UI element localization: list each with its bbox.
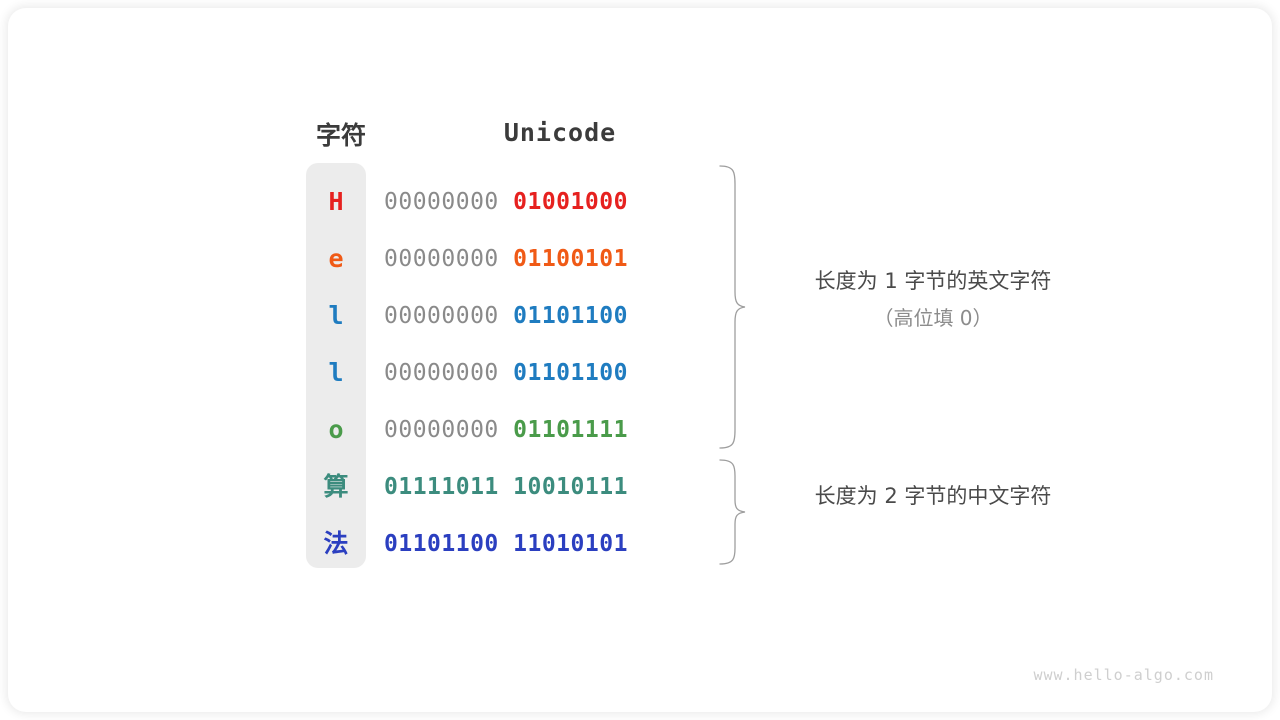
row-character: l — [328, 358, 344, 387]
row-character: e — [328, 244, 344, 273]
table-row: 法 01101100 11010101 — [306, 515, 726, 572]
row-character: o — [328, 415, 344, 444]
row-low-byte: 01100101 — [513, 245, 628, 272]
row-unicode-bits: 00000000 01100101 — [366, 246, 726, 272]
unicode-encoding-diagram: 字符 Unicode H 00000000 01001000 e 0000000… — [8, 8, 1272, 712]
annotation-english-line2: （高位填 0） — [873, 306, 993, 330]
row-high-byte: 00000000 — [384, 302, 499, 329]
row-character: 算 — [323, 472, 349, 501]
row-low-byte: 11010101 — [513, 530, 628, 557]
character-column-background — [306, 163, 366, 568]
row-high-byte: 00000000 — [384, 416, 499, 443]
annotation-chinese-line1: 长度为 2 字节的中文字符 — [814, 484, 1052, 508]
row-high-byte: 00000000 — [384, 359, 499, 386]
table-row: e 00000000 01100101 — [306, 230, 726, 287]
table-row: H 00000000 01001000 — [306, 173, 726, 230]
row-unicode-bits: 01101100 11010101 — [366, 531, 726, 557]
watermark-url: www.hello-algo.com — [1033, 666, 1214, 684]
figure-card: 字符 Unicode H 00000000 01001000 e 0000000… — [8, 8, 1272, 712]
row-high-byte: 00000000 — [384, 245, 499, 272]
row-unicode-bits: 01111011 10010111 — [366, 474, 726, 500]
row-low-byte: 01101111 — [513, 416, 628, 443]
annotation-english-line1: 长度为 1 字节的英文字符 — [814, 269, 1052, 293]
table-row: l 00000000 01101100 — [306, 344, 726, 401]
table-row: l 00000000 01101100 — [306, 287, 726, 344]
row-low-byte: 01101100 — [513, 302, 628, 329]
row-unicode-bits: 00000000 01001000 — [366, 189, 726, 215]
column-header-character: 字符 — [315, 122, 366, 150]
row-high-byte: 01111011 — [384, 473, 499, 500]
row-low-byte: 01101100 — [513, 359, 628, 386]
row-low-byte: 01001000 — [513, 188, 628, 215]
row-character: 法 — [323, 529, 349, 558]
row-unicode-bits: 00000000 01101111 — [366, 417, 726, 443]
table-row: 算 01111011 10010111 — [306, 458, 726, 515]
annotation-chinese-chars: 长度为 2 字节的中文字符 — [768, 480, 1098, 512]
table-row: o 00000000 01101111 — [306, 401, 726, 458]
row-character: l — [328, 301, 344, 330]
row-character: H — [328, 187, 344, 216]
row-unicode-bits: 00000000 01101100 — [366, 303, 726, 329]
annotation-english-chars: 长度为 1 字节的英文字符 （高位填 0） — [768, 263, 1098, 337]
row-high-byte: 00000000 — [384, 188, 499, 215]
row-high-byte: 01101100 — [384, 530, 499, 557]
row-unicode-bits: 00000000 01101100 — [366, 360, 726, 386]
row-low-byte: 10010111 — [513, 473, 628, 500]
column-header-unicode: Unicode — [503, 118, 617, 147]
